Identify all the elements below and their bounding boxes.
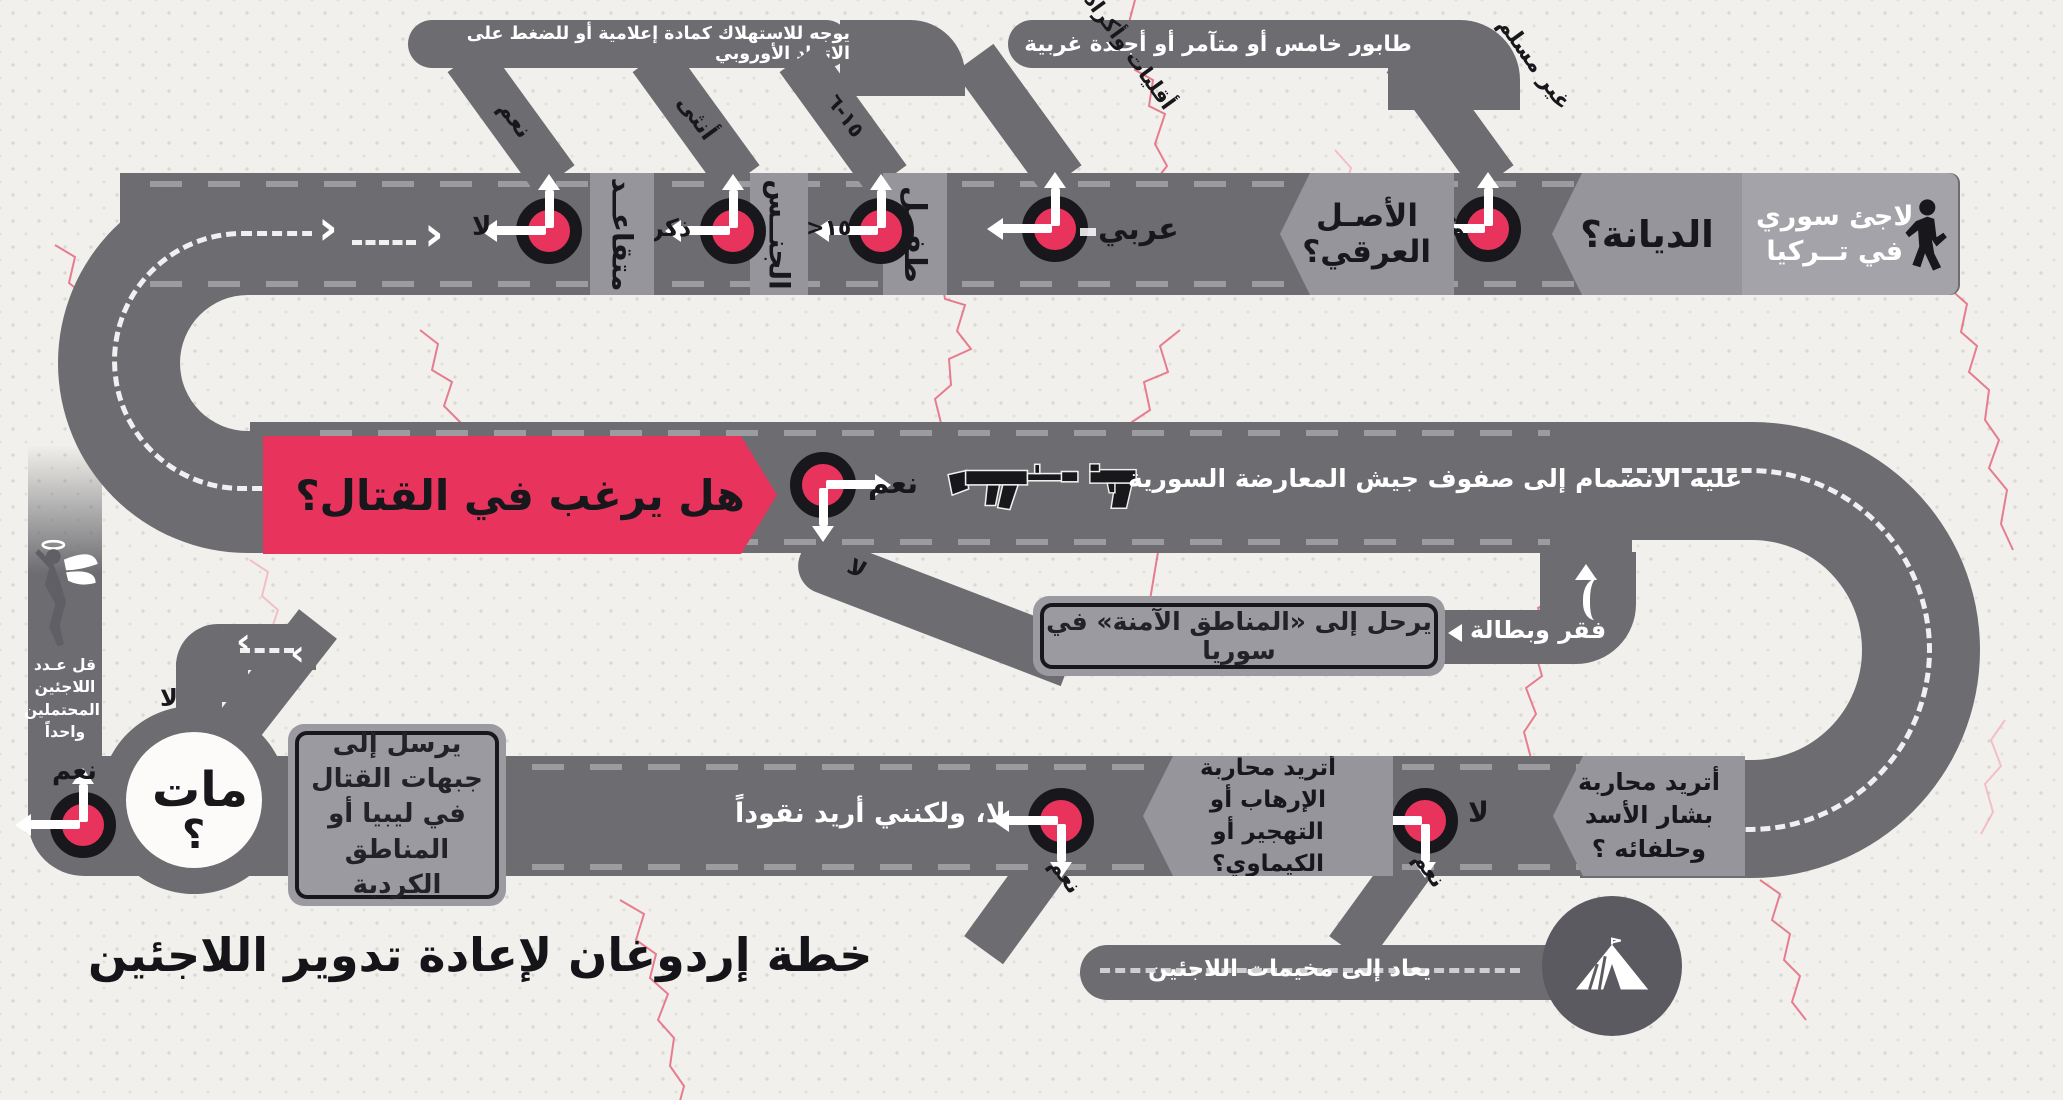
fronts-text: يرسل إلى جبهات القتال في ليبيا أو المناط… (311, 729, 483, 900)
assad-junction (1357, 788, 1458, 878)
lane-dashes (300, 764, 1680, 770)
stay-label-over-15: ١٥< (806, 216, 852, 241)
station-retired: متقاعــد (590, 173, 654, 295)
fight-question-box: هل يرغب في القتال؟ (263, 436, 777, 554)
lane-dashes (320, 539, 1550, 545)
gender-question: الجنــس (762, 178, 796, 290)
retired-junction (481, 174, 582, 264)
fight-junction (790, 452, 891, 542)
station-fight-terror: أتريد محاربة الإرهاب أو التهجير أو الكيم… (1143, 756, 1393, 876)
poverty-arrow (1448, 624, 1462, 642)
start-label-line2: في تــركيا (1766, 236, 1904, 267)
angel-caption: قل عـدد اللاجئين المحتملين واحداً (23, 656, 100, 742)
left-chevron-arrow: ‹ (424, 206, 444, 262)
angel-strip-road (28, 445, 102, 785)
death-question-mark: ؟ (182, 812, 206, 858)
join-army-text: عليه الانضمام إلى صفوف جيش المعارضة السو… (1128, 464, 1743, 493)
terror-junction (993, 788, 1094, 878)
start-panel: لاجئ سوري في تــركيا (1742, 173, 1958, 295)
death-label: مات (152, 762, 248, 818)
loop-center-dashes (1622, 468, 1932, 832)
lane-dashes (150, 281, 1940, 287)
road-dash-mark (1080, 228, 1096, 236)
lane-dashes (300, 864, 1680, 870)
start-label-line1: لاجئ سوري (1756, 201, 1914, 232)
camps-road-dashes (1100, 968, 1520, 973)
fight-assad-question: أتريد محاربة بشار الأسد وحلفائه ؟ (1578, 767, 1720, 863)
fifth-column-banner-text: طابور خامس أو متآمر أو أجندة غربية (1024, 31, 1412, 57)
left-chevron-arrow: ‹ (318, 200, 338, 256)
station-fight-assad: أتريد محاربة بشار الأسد وحلفائه ؟ (1553, 756, 1745, 876)
tent-icon (1575, 937, 1649, 990)
recycle-loop-dashes (240, 648, 294, 653)
top-road-dashes (352, 240, 416, 245)
camps-text: يعاد إلى مخيمات اللاجئين (1148, 956, 1432, 982)
fight-yes-label: نعم (868, 466, 918, 500)
page-title: خطة إردوغان لإعادة تدوير اللاجئين (88, 928, 873, 982)
stay-label-arab: عربي (1098, 212, 1179, 247)
death-circle (126, 732, 262, 868)
retired-question: متقاعــد (605, 177, 639, 291)
safe-zone-text: يرحل إلى «المناطق الآمنة» في سوريا (1046, 607, 1432, 665)
right-chevron-arrow: › (236, 621, 251, 662)
station-ethnicity: الأصـل العرقي؟ (1280, 173, 1454, 295)
gender-junction (665, 174, 766, 264)
death-no-label: لا (160, 684, 178, 712)
ethnicity-junction (987, 172, 1088, 262)
walking-person-icon (1905, 199, 1947, 271)
death-junction (15, 768, 116, 858)
ethnicity-question: الأصـل العرقي؟ (1302, 198, 1431, 270)
assad-no-label: لا (1468, 796, 1489, 829)
fight-terror-question: أتريد محاربة الإرهاب أو التهجير أو الكيم… (1199, 754, 1337, 878)
station-religion: الديانة؟ (1552, 173, 1742, 295)
rifle-icon (947, 463, 1079, 511)
right-chevron-arrow: › (290, 633, 305, 674)
fifth-column-banner: طابور خامس أو متآمر أو أجندة غربية (1008, 20, 1428, 68)
safe-zone-box: يرحل إلى «المناطق الآمنة» في سوريا (1033, 596, 1445, 676)
angel-icon (35, 539, 98, 647)
death-yes-label: نعم (52, 756, 97, 786)
religion-question: الديانة؟ (1580, 212, 1714, 256)
age-junction (813, 174, 914, 264)
fronts-box: يرسل إلى جبهات القتال في ليبيا أو المناط… (288, 724, 506, 906)
fight-question-text: هل يرغب في القتال؟ (295, 470, 745, 520)
poverty-label: فقر وبطالة (1470, 616, 1607, 644)
media-banner-bend (840, 20, 965, 96)
stay-label-male: ذكر (650, 214, 692, 242)
pistol-icon (1089, 463, 1137, 509)
up-curve-arrow (1583, 578, 1612, 620)
up-curve-arrowhead (1575, 564, 1597, 580)
want-money-label: لا، ولكنني أريد نقوداً (735, 798, 1006, 829)
stay-label-no: لا (472, 212, 492, 242)
lane-dashes (320, 430, 1550, 436)
